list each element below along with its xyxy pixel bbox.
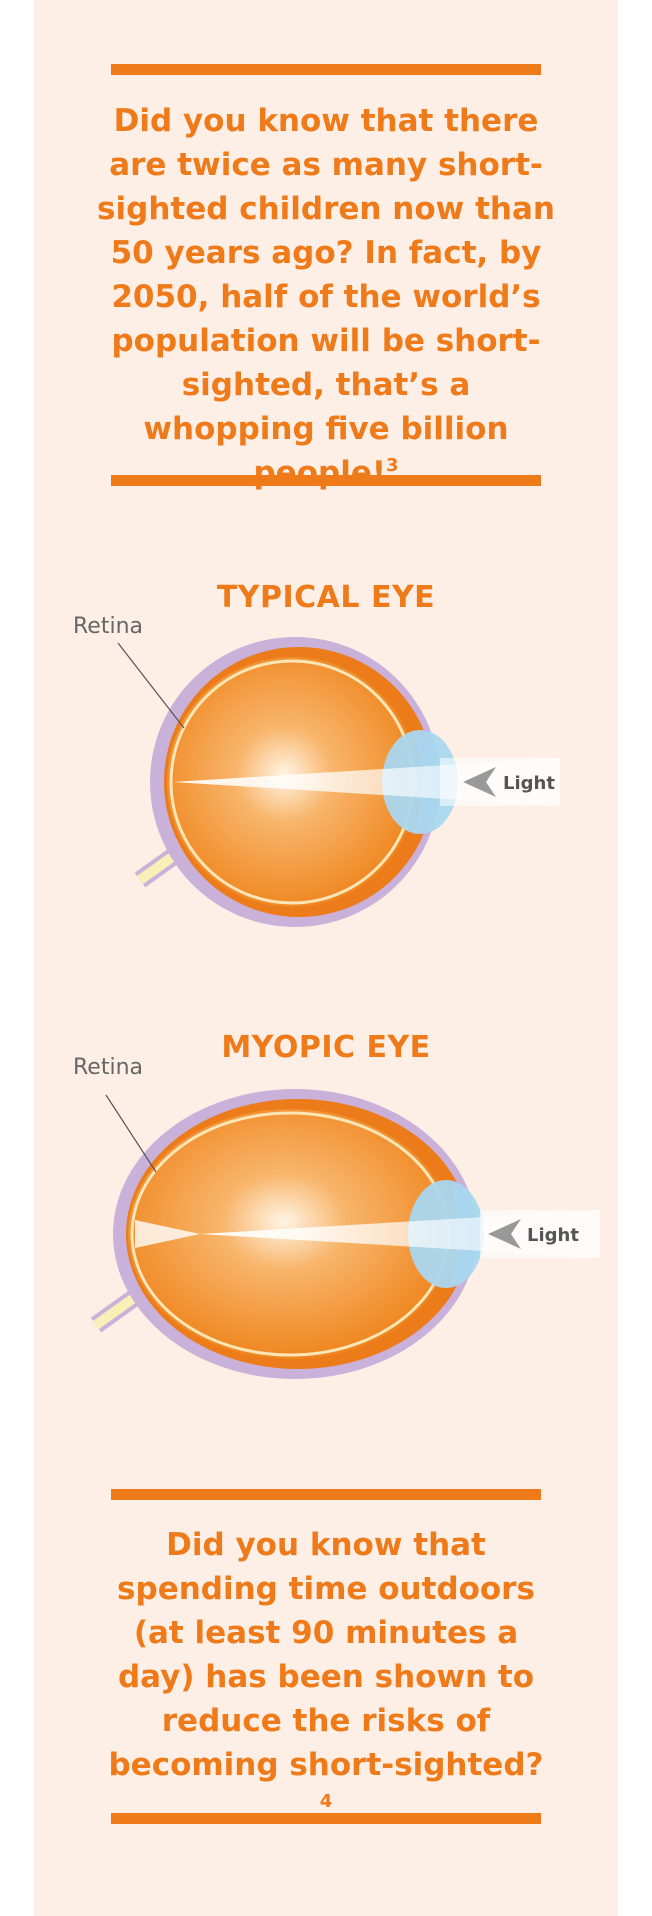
divider-top-2 xyxy=(111,475,541,486)
fact-bottom: Did you know that spending time outdoors… xyxy=(106,1523,546,1831)
divider-bottom-2 xyxy=(111,1813,541,1824)
typical-light-label: Light xyxy=(503,773,555,794)
myopic-light-label: Light xyxy=(527,1225,579,1246)
footnote-4: 4 xyxy=(319,1791,333,1812)
myopic-retina-label: Retina xyxy=(73,1055,143,1080)
footnote-3: 3 xyxy=(385,455,399,476)
typical-retina-label: Retina xyxy=(73,614,143,639)
myopic-retina-pointer xyxy=(105,1094,157,1173)
myopic-light-beam-diverge xyxy=(135,1220,200,1248)
myopic-eye-diagram: Light xyxy=(90,1089,600,1379)
content-panel xyxy=(34,0,618,1916)
typical-light-box xyxy=(440,758,560,806)
typical-eye-diagram: Light xyxy=(117,637,560,927)
typical-retina-pointer xyxy=(117,642,185,729)
chevron-left-icon xyxy=(488,1219,521,1249)
typical-eye-title: TYPICAL EYE xyxy=(216,580,436,615)
fact-top-text: Did you know that there are twice as man… xyxy=(97,103,555,491)
fact-bottom-text: Did you know that spending time outdoors… xyxy=(108,1527,544,1783)
myopic-eye-title: MYOPIC EYE xyxy=(221,1030,431,1065)
chevron-left-icon xyxy=(463,767,496,797)
divider-bottom-1 xyxy=(111,1489,541,1500)
fact-top: Did you know that there are twice as man… xyxy=(96,99,556,495)
divider-top-1 xyxy=(111,64,541,75)
